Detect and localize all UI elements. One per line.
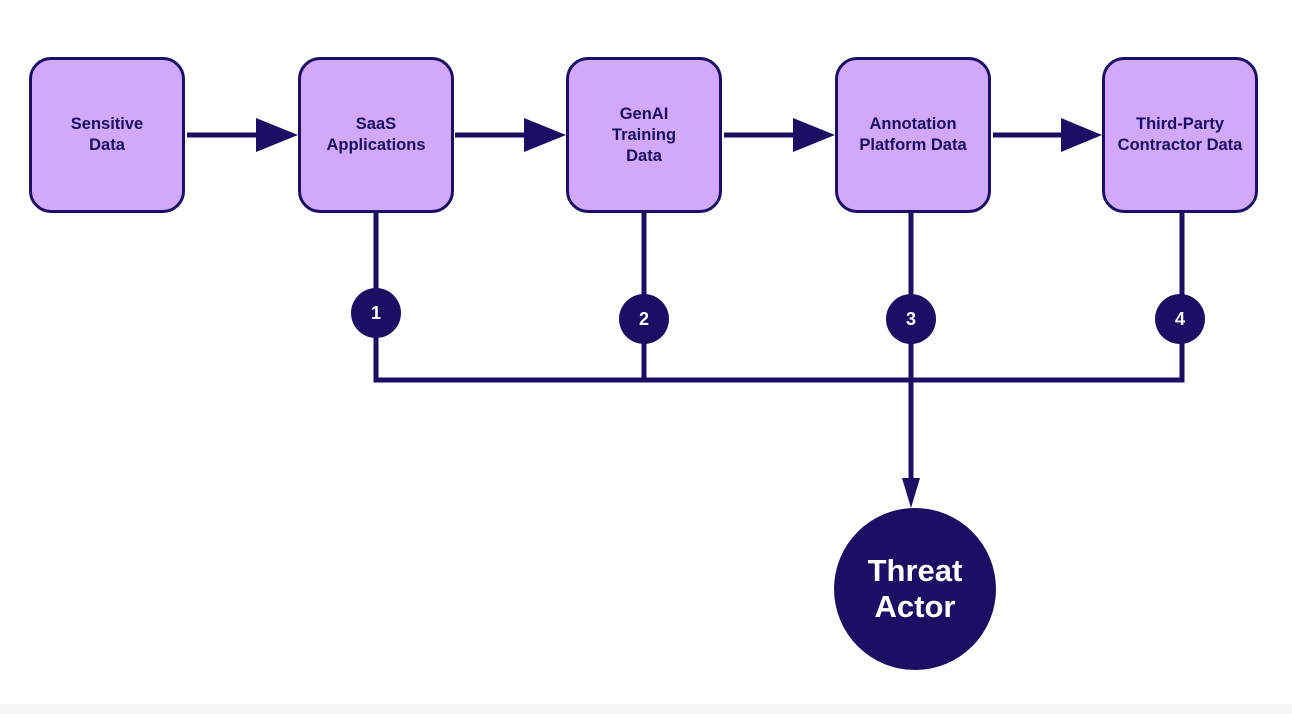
- node-annotation-platform-data: Annotation Platform Data: [835, 57, 991, 213]
- arrowhead-threat: [902, 478, 920, 508]
- arrowhead-4: [1061, 118, 1102, 152]
- step-badge-3: 3: [886, 294, 936, 344]
- node-third-party-contractor-data-label: Third-Party Contractor Data: [1117, 115, 1243, 154]
- threat-actor-node: Threat Actor: [834, 508, 996, 670]
- arrowhead-1: [256, 118, 298, 152]
- step-badge-4: 4: [1155, 294, 1205, 344]
- node-saas-applications: SaaS Applications: [298, 57, 454, 213]
- step-badge-1: 1: [351, 288, 401, 338]
- threat-actor-label: Threat Actor: [867, 553, 963, 624]
- node-saas-applications-label: SaaS Applications: [326, 115, 426, 154]
- node-annotation-platform-data-label: Annotation Platform Data: [859, 115, 967, 154]
- node-genai-training-data-label: GenAI Training Data: [611, 104, 677, 165]
- arrowhead-3: [793, 118, 835, 152]
- node-sensitive-data-label: Sensitive Data: [70, 115, 144, 154]
- node-sensitive-data: Sensitive Data: [29, 57, 185, 213]
- bottom-divider: [0, 704, 1292, 714]
- arrowhead-2: [524, 118, 566, 152]
- node-third-party-contractor-data: Third-Party Contractor Data: [1102, 57, 1258, 213]
- node-genai-training-data: GenAI Training Data: [566, 57, 722, 213]
- step-badge-2: 2: [619, 294, 669, 344]
